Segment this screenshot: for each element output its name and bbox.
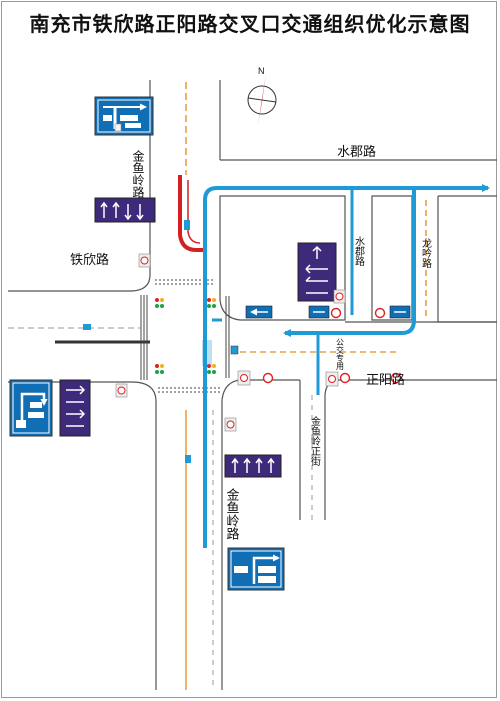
north-median <box>178 175 203 252</box>
lane-marker-east <box>230 345 239 355</box>
curb-zhengyang-bottom <box>324 379 497 396</box>
lane-sign-west <box>59 379 91 437</box>
curb-west-top <box>8 274 151 292</box>
page-title: 南充市铁欣路正阳路交叉口交通组织优化示意图 <box>29 14 471 36</box>
compass-north-label: N <box>258 66 265 76</box>
label-zhengyang-lu: 正阳路 <box>366 372 405 387</box>
label-shuijun-vertical: 水郡路 <box>353 236 365 267</box>
block-b <box>371 195 413 321</box>
compass-icon <box>247 74 277 124</box>
flow-north-east <box>203 184 490 548</box>
orange-lane-lines <box>185 82 427 690</box>
lane-marker-west <box>83 324 91 330</box>
signal-se <box>207 364 216 374</box>
signal-nw <box>155 298 164 308</box>
label-jinyuling-north: 金鱼岭路 <box>131 149 145 199</box>
guide-sign-north <box>94 96 154 136</box>
lane-marker-south <box>185 455 191 463</box>
label-longyin-lu: 龙吟路 <box>420 237 432 269</box>
block-c <box>437 195 497 323</box>
lane-sign-east <box>297 242 337 302</box>
crosswalk-east <box>225 296 230 378</box>
median-marker <box>184 220 190 230</box>
signal-ne <box>207 298 216 308</box>
curb-south-right-corner <box>221 379 300 401</box>
crosswalk-south <box>158 387 220 393</box>
lane-sign-south <box>224 454 282 478</box>
direction-sign-b <box>308 305 330 319</box>
direction-sign-a <box>245 305 273 319</box>
no-turn-boxes <box>115 253 346 432</box>
label-tiexin-lu: 铁欣路 <box>70 252 109 267</box>
label-bus-lane: 公交专用 <box>336 338 345 371</box>
flow-zhengyang-west <box>283 188 416 337</box>
lane-sign-north <box>94 197 156 223</box>
direction-sign-c <box>389 305 411 319</box>
signal-sw <box>155 364 164 374</box>
curb-west-bottom <box>8 381 157 401</box>
label-jinyuling-south: 金鱼岭路 <box>225 487 240 540</box>
guide-sign-south <box>227 547 285 591</box>
label-shuijun-lu: 水郡路 <box>337 144 376 159</box>
traffic-signals <box>155 298 216 374</box>
crosswalks <box>140 279 230 393</box>
no-entry-signs <box>262 307 402 384</box>
guide-sign-west <box>9 379 53 437</box>
flow-arrows <box>203 184 490 548</box>
label-jinyuling-zhengjie: 金鱼岭正街 <box>309 415 321 467</box>
crosswalk-west <box>140 295 148 380</box>
